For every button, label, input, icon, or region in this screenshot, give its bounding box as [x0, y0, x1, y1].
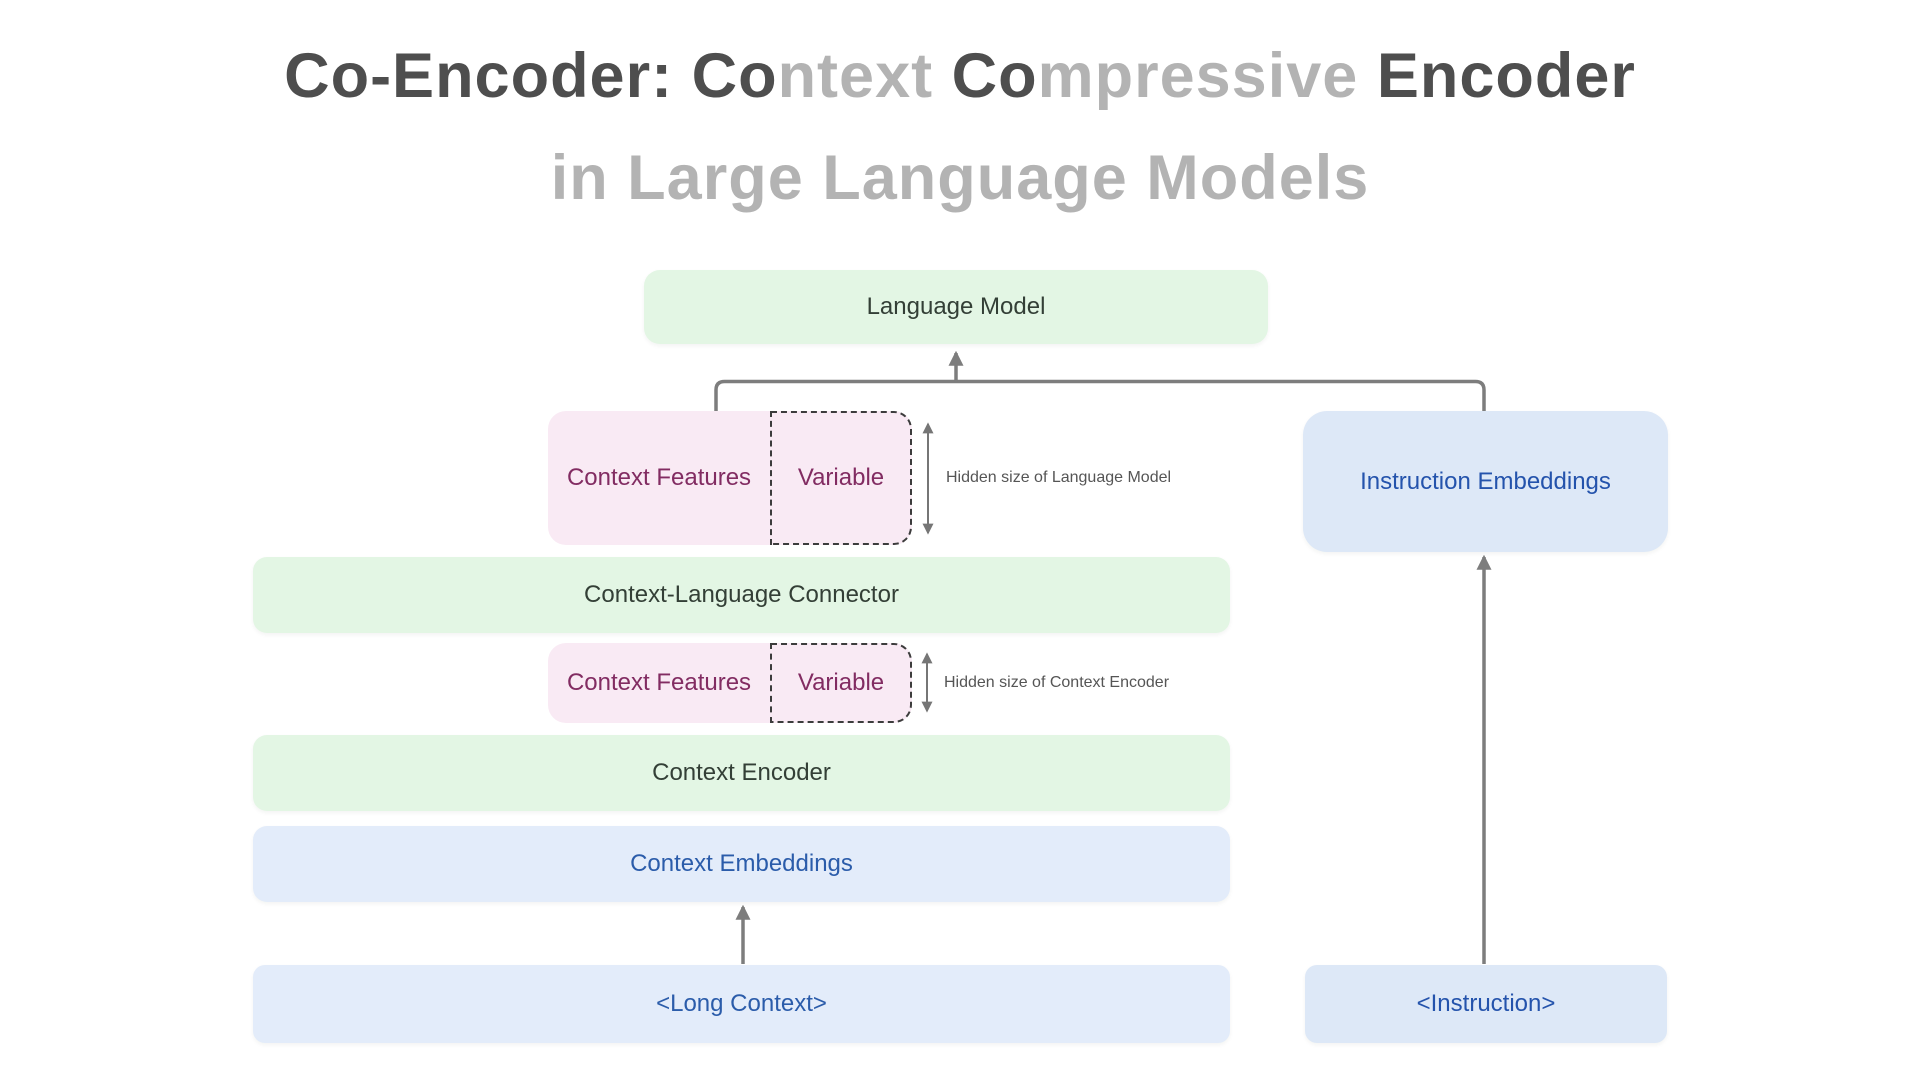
variable-mid-label: Variable — [797, 669, 885, 696]
variable-top-label: Variable — [797, 464, 885, 491]
page-subtitle: in Large Language Models — [550, 143, 1370, 213]
title-segment: ntext — [777, 41, 934, 111]
instruction-embeddings-box: Instruction Embeddings — [1303, 411, 1668, 552]
language-model-box: Language Model — [644, 270, 1268, 344]
instruction-embeddings-label: Instruction Embeddings — [1360, 467, 1611, 495]
variable-dashed-outline — [770, 411, 912, 545]
variable-dashed-outline — [770, 643, 912, 723]
title-segment: Co-Encoder: Co — [284, 41, 778, 111]
long-context-label: <Long Context> — [656, 990, 827, 1017]
context-embeddings-box: Context Embeddings — [253, 826, 1230, 902]
context-features-mid-box: Context Features Variable — [548, 643, 912, 723]
context-features-top-label: Context Features — [566, 464, 752, 491]
hidden-size-ce-note: Hidden size of Context Encoder — [944, 674, 1170, 691]
context-encoder-label: Context Encoder — [652, 759, 831, 786]
context-features-top-box: Context Features Variable — [548, 411, 912, 545]
context-language-connector-label: Context-Language Connector — [584, 581, 899, 608]
context-features-mid-label: Context Features — [566, 669, 752, 696]
context-encoder-box: Context Encoder — [253, 735, 1230, 811]
page-title: Co-Encoder: Context Compressive Encoder — [0, 40, 1920, 112]
title-segment: Encoder — [1358, 41, 1636, 111]
long-context-box: <Long Context> — [253, 965, 1230, 1043]
context-language-connector-box: Context-Language Connector — [253, 557, 1230, 633]
context-embeddings-label: Context Embeddings — [630, 850, 853, 877]
trunk-connector-line — [714, 379, 1486, 412]
instruction-label: <Instruction> — [1416, 990, 1556, 1017]
title-segment: mpressive — [1037, 41, 1359, 111]
language-model-label: Language Model — [866, 293, 1046, 320]
title-segment: Co — [933, 41, 1038, 111]
instruction-box: <Instruction> — [1305, 965, 1667, 1043]
hidden-size-lm-note: Hidden size of Language Model — [946, 469, 1172, 486]
